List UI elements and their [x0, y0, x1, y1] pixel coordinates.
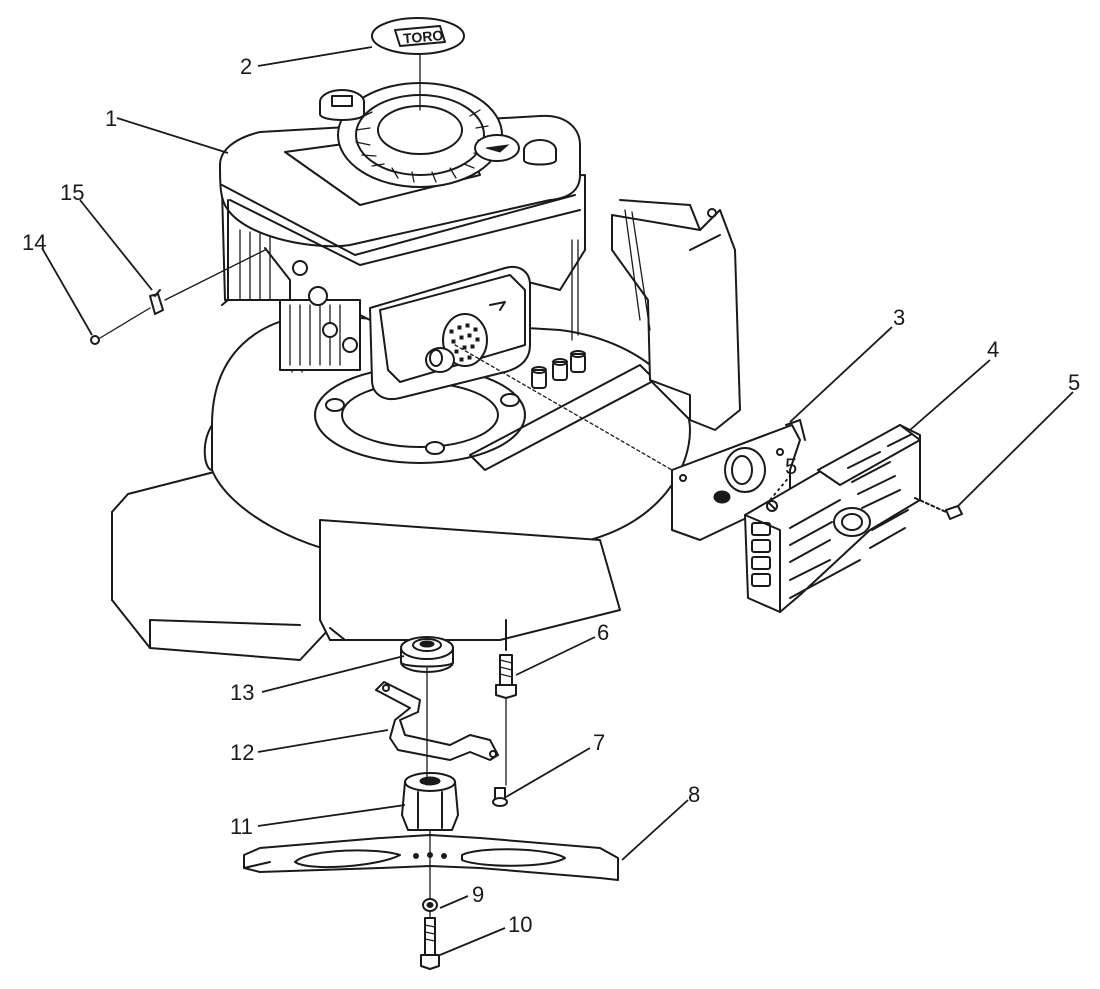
- brand-logo-text: TORO: [402, 27, 444, 46]
- rear-shroud: [611, 199, 741, 431]
- callout-leaders: [41, 46, 1074, 956]
- part-14-screw: [90, 335, 100, 345]
- callout-10: 10: [508, 912, 532, 937]
- callout-9: 9: [472, 882, 484, 907]
- callout-2: 2: [240, 54, 252, 79]
- deck-bosses: [531, 350, 586, 389]
- part-5-screw-left: [766, 475, 791, 512]
- part-11-blade-adapter: [401, 772, 459, 831]
- assembly-center-lines: [99, 53, 673, 919]
- part-7-screw: [492, 787, 508, 807]
- callout-4: 4: [987, 337, 999, 362]
- callout-12: 12: [230, 740, 254, 765]
- part-15-clip: [149, 289, 164, 315]
- callout-11: 11: [230, 814, 253, 839]
- part-2-decal: TORO: [371, 17, 465, 55]
- part-4-muffler-guard: [744, 424, 921, 613]
- callout-5-right: 5: [1068, 370, 1080, 395]
- air-filter: [369, 266, 531, 400]
- throttle-control: [474, 134, 557, 166]
- engine-assembly: [219, 82, 586, 400]
- callout-15: 15: [60, 180, 84, 205]
- callout-labels: 1 2 3 4 5 5 6 7 8 9 10 11 12 13 14 15: [22, 54, 1080, 937]
- callout-13: 13: [230, 680, 254, 705]
- callout-3: 3: [893, 305, 905, 330]
- callout-7: 7: [593, 730, 605, 755]
- callout-5-left: 5: [785, 454, 797, 479]
- part-12-bracket: [375, 681, 499, 761]
- part-5-screw-right: [914, 497, 963, 520]
- callout-6: 6: [597, 620, 609, 645]
- guard-slots: [751, 433, 913, 599]
- part-8-blade: [243, 834, 619, 881]
- mower-deck: [111, 314, 691, 661]
- callout-14: 14: [22, 230, 46, 255]
- part-9-washer: [422, 898, 438, 912]
- cylinder-fins: [239, 229, 361, 373]
- callout-1: 1: [105, 106, 117, 131]
- part-13-bearing: [400, 636, 454, 673]
- fuel-cap: [319, 89, 365, 121]
- callout-8: 8: [688, 782, 700, 807]
- part-10-blade-bolt: [420, 917, 440, 970]
- part-6-bolt: [495, 619, 517, 699]
